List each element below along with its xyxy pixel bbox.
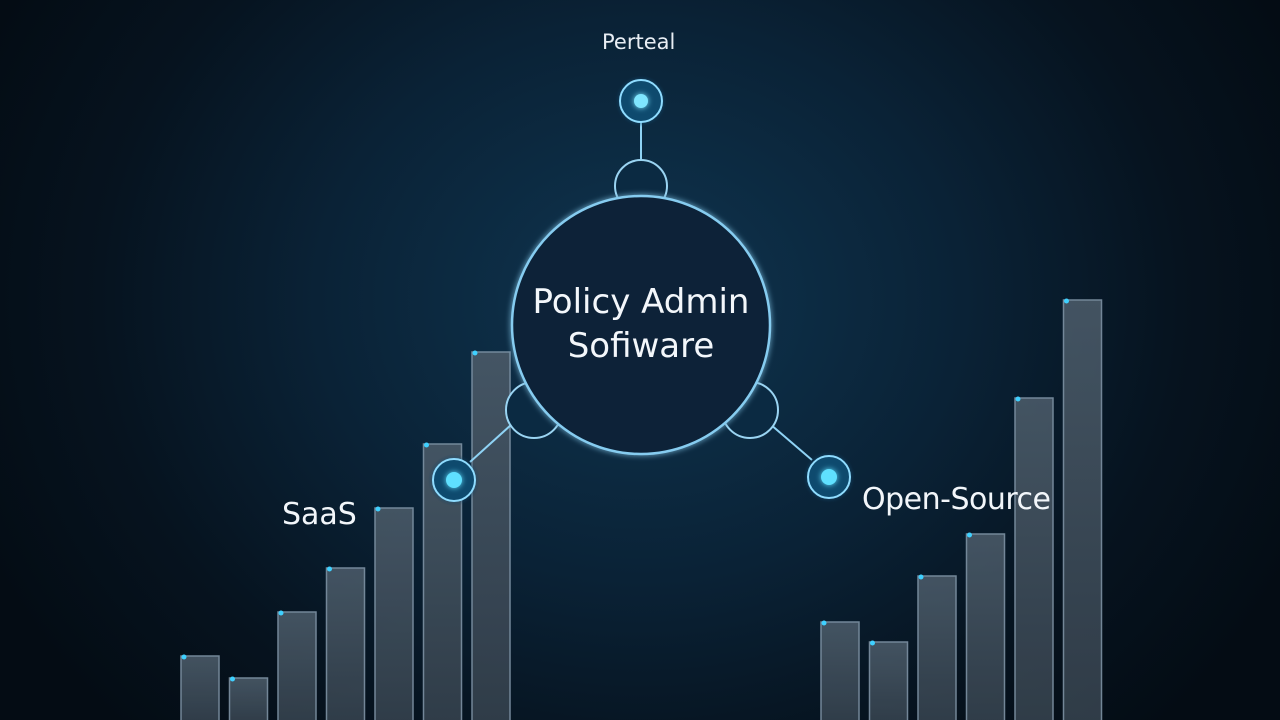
left-bar-glow-7 [472,350,478,356]
left-bar-2 [228,677,269,720]
right-node-label: Open-Source [862,482,1051,517]
right-connector-line [769,423,813,461]
left-bar-group [180,350,511,720]
left-bar-glow-6 [424,442,429,448]
left-connector-line [469,423,513,463]
left-bar-7 [471,351,511,720]
left-bar-glow-3 [278,610,284,616]
left-node-icon [428,454,480,506]
left-bar-1 [180,655,220,720]
left-bar-5 [374,507,414,720]
central-title-line2: Sofiware [567,326,715,366]
left-node-label: SaaS [282,497,357,532]
right-bar-group [820,298,1103,720]
left-bar-4 [325,567,366,720]
left-bar-3 [277,611,317,720]
right-bar-2 [868,641,909,720]
left-bar-glow-1 [181,654,187,660]
right-node-icon [803,451,855,503]
right-bar-glow-4 [967,532,972,538]
left-bar-glow-2 [230,676,235,682]
right-bar-glow-2 [870,640,875,646]
right-bar-glow-6 [1064,298,1069,304]
central-circle [510,194,772,456]
right-bar-6 [1062,299,1103,720]
central-title-line1: Policy Admin [532,282,750,322]
right-bar-glow-1 [821,620,827,626]
right-bar-glow-5 [1015,396,1021,402]
central-title: Policy Admin Sofiware [512,280,770,368]
right-bar-glow-3 [918,574,924,580]
left-bar-glow-5 [375,506,381,512]
right-bar-1 [820,621,860,720]
top-node-icon [615,75,667,127]
left-bar-glow-4 [327,566,332,572]
right-bar-5 [1014,397,1054,720]
right-bar-4 [965,533,1006,720]
right-bar-3 [917,575,957,720]
top-node-label: Perteal [602,30,676,54]
